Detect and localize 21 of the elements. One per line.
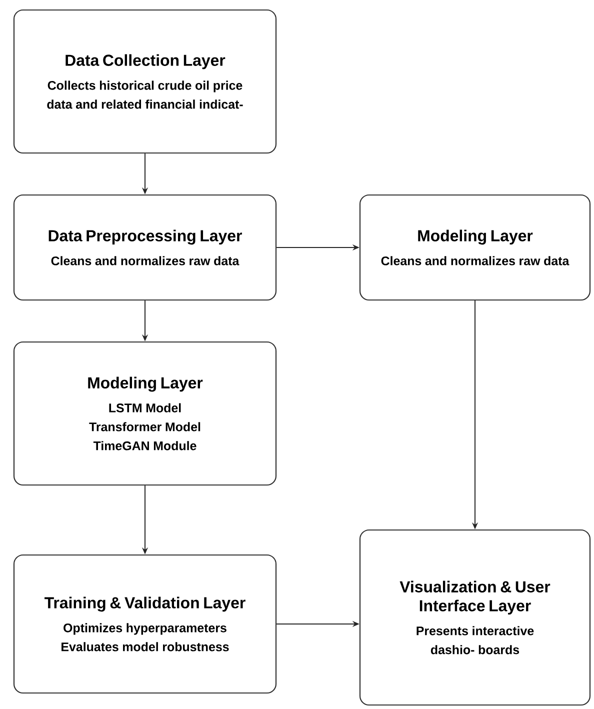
layer-box [13, 9, 277, 154]
layer-box [13, 341, 277, 486]
layer-title: Modeling Layer [418, 230, 533, 245]
layer-description: TimeGAN Module [93, 441, 196, 450]
layer-description: Collects historical crude oil price data and related financial indicat- [47, 80, 243, 109]
layer-title: Data Collection Layer [66, 54, 226, 70]
layer-description: Cleans and normalizes raw data [381, 256, 570, 266]
layer-description: Optimizes hyperparameters [64, 623, 226, 635]
layer-description: Evaluates model robustness [62, 642, 229, 652]
layer-box [359, 529, 591, 706]
layer-description: Transformer Model [89, 422, 200, 432]
layer-box [13, 194, 277, 301]
layer-box [13, 554, 277, 694]
layer-title: Visualization & User Interface Layer [400, 580, 550, 615]
layer-title: Data Preprocessing Layer [48, 230, 242, 245]
layer-description: Cleans and normalizes raw data [51, 256, 240, 266]
layer-title: Modeling Layer [88, 376, 203, 392]
layer-description: Presents interactive dashio- boards [416, 626, 534, 654]
layer-box [359, 194, 591, 301]
layer-description: LSTM Model [109, 403, 181, 412]
layer-title: Training & Validation Layer [44, 596, 246, 612]
